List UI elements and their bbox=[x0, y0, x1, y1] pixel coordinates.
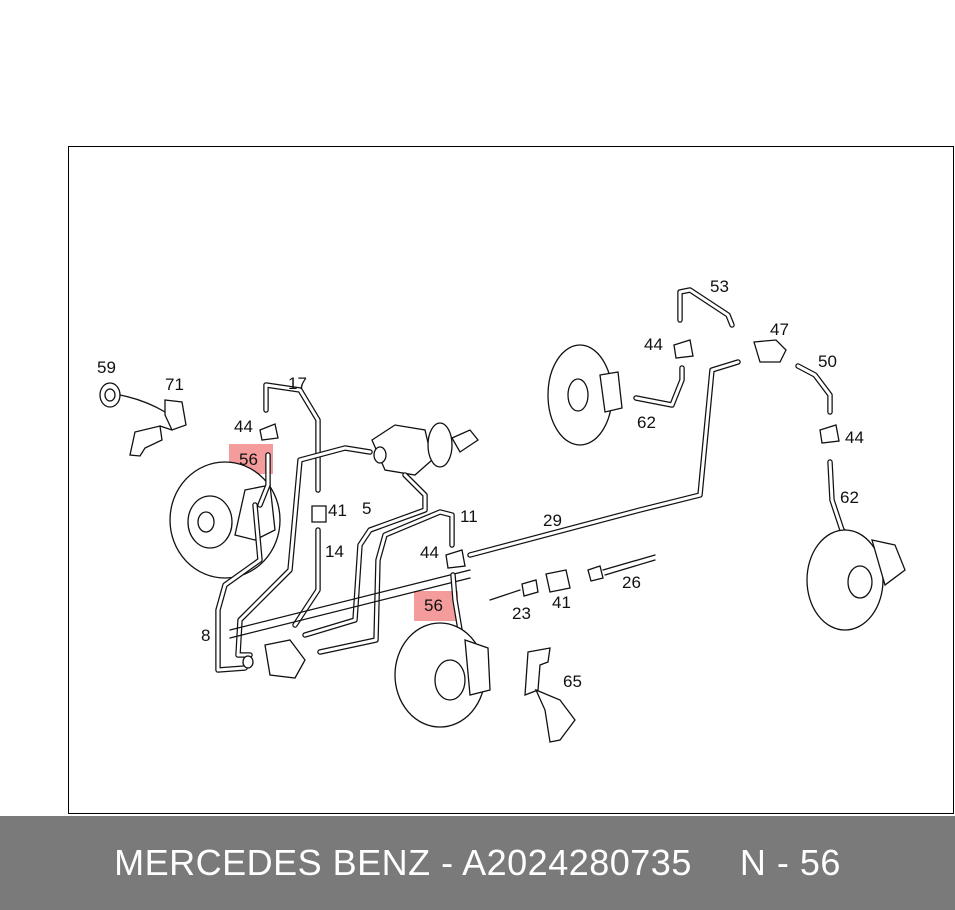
left-caliper-lower bbox=[264, 639, 306, 679]
right-brake-disc bbox=[806, 529, 906, 631]
bracket-44-upper bbox=[673, 339, 694, 359]
callout-62-upper: 62 bbox=[637, 413, 656, 432]
callout-71: 71 bbox=[165, 375, 184, 394]
callout-53: 53 bbox=[710, 277, 729, 296]
highlight-56-lower bbox=[414, 591, 458, 621]
callout-11: 11 bbox=[460, 507, 478, 526]
bracket-44-left bbox=[259, 423, 279, 441]
cross-member bbox=[229, 569, 471, 631]
connector-41-left bbox=[311, 505, 327, 523]
callout-41-left: 41 bbox=[328, 501, 347, 520]
callout-14: 14 bbox=[325, 542, 344, 561]
callout-44-upper: 44 bbox=[644, 335, 663, 354]
footer-bar: MERCEDES BENZ - A2024280735 N - 56 bbox=[0, 816, 955, 910]
callout-23: 23 bbox=[512, 604, 531, 623]
part-23-fitting bbox=[489, 579, 539, 601]
part-47-tee bbox=[753, 339, 787, 363]
callout-44-center: 44 bbox=[420, 543, 439, 562]
part-59-grommet bbox=[99, 382, 121, 408]
part-26-line bbox=[587, 554, 656, 582]
callout-29: 29 bbox=[543, 511, 562, 530]
left-brake-disc bbox=[169, 461, 281, 579]
callout-62-right: 62 bbox=[840, 488, 859, 507]
connector-41-right bbox=[545, 569, 571, 593]
bracket-44-center bbox=[445, 549, 466, 569]
footer-brand-part: MERCEDES BENZ - A2024280735 bbox=[114, 842, 692, 883]
upper-brake-disc bbox=[547, 344, 623, 446]
callout-44-right: 44 bbox=[845, 428, 864, 447]
master-cylinder bbox=[371, 422, 479, 476]
callout-44-left: 44 bbox=[234, 417, 253, 436]
callout-59: 59 bbox=[97, 358, 116, 377]
lower-brake-disc bbox=[394, 622, 491, 728]
bracket-44-right bbox=[819, 424, 840, 444]
footer-callout-ref: N - 56 bbox=[739, 842, 841, 883]
callout-5: 5 bbox=[362, 499, 371, 518]
callout-56-lower: 56 bbox=[424, 596, 443, 615]
callout-26: 26 bbox=[622, 573, 641, 592]
callout-65: 65 bbox=[563, 672, 582, 691]
brake-line-diagram: 53 47 50 44 44 44 44 62 62 59 71 17 56 5… bbox=[97, 277, 906, 743]
part-71-sensor bbox=[119, 394, 187, 457]
part-65-shield bbox=[524, 647, 576, 743]
callout-17: 17 bbox=[288, 374, 307, 393]
callout-8: 8 bbox=[201, 626, 210, 645]
callout-56-upper: 56 bbox=[239, 450, 258, 469]
callout-50: 50 bbox=[818, 352, 837, 371]
callout-41-right: 41 bbox=[552, 593, 571, 612]
callout-47: 47 bbox=[770, 320, 789, 339]
